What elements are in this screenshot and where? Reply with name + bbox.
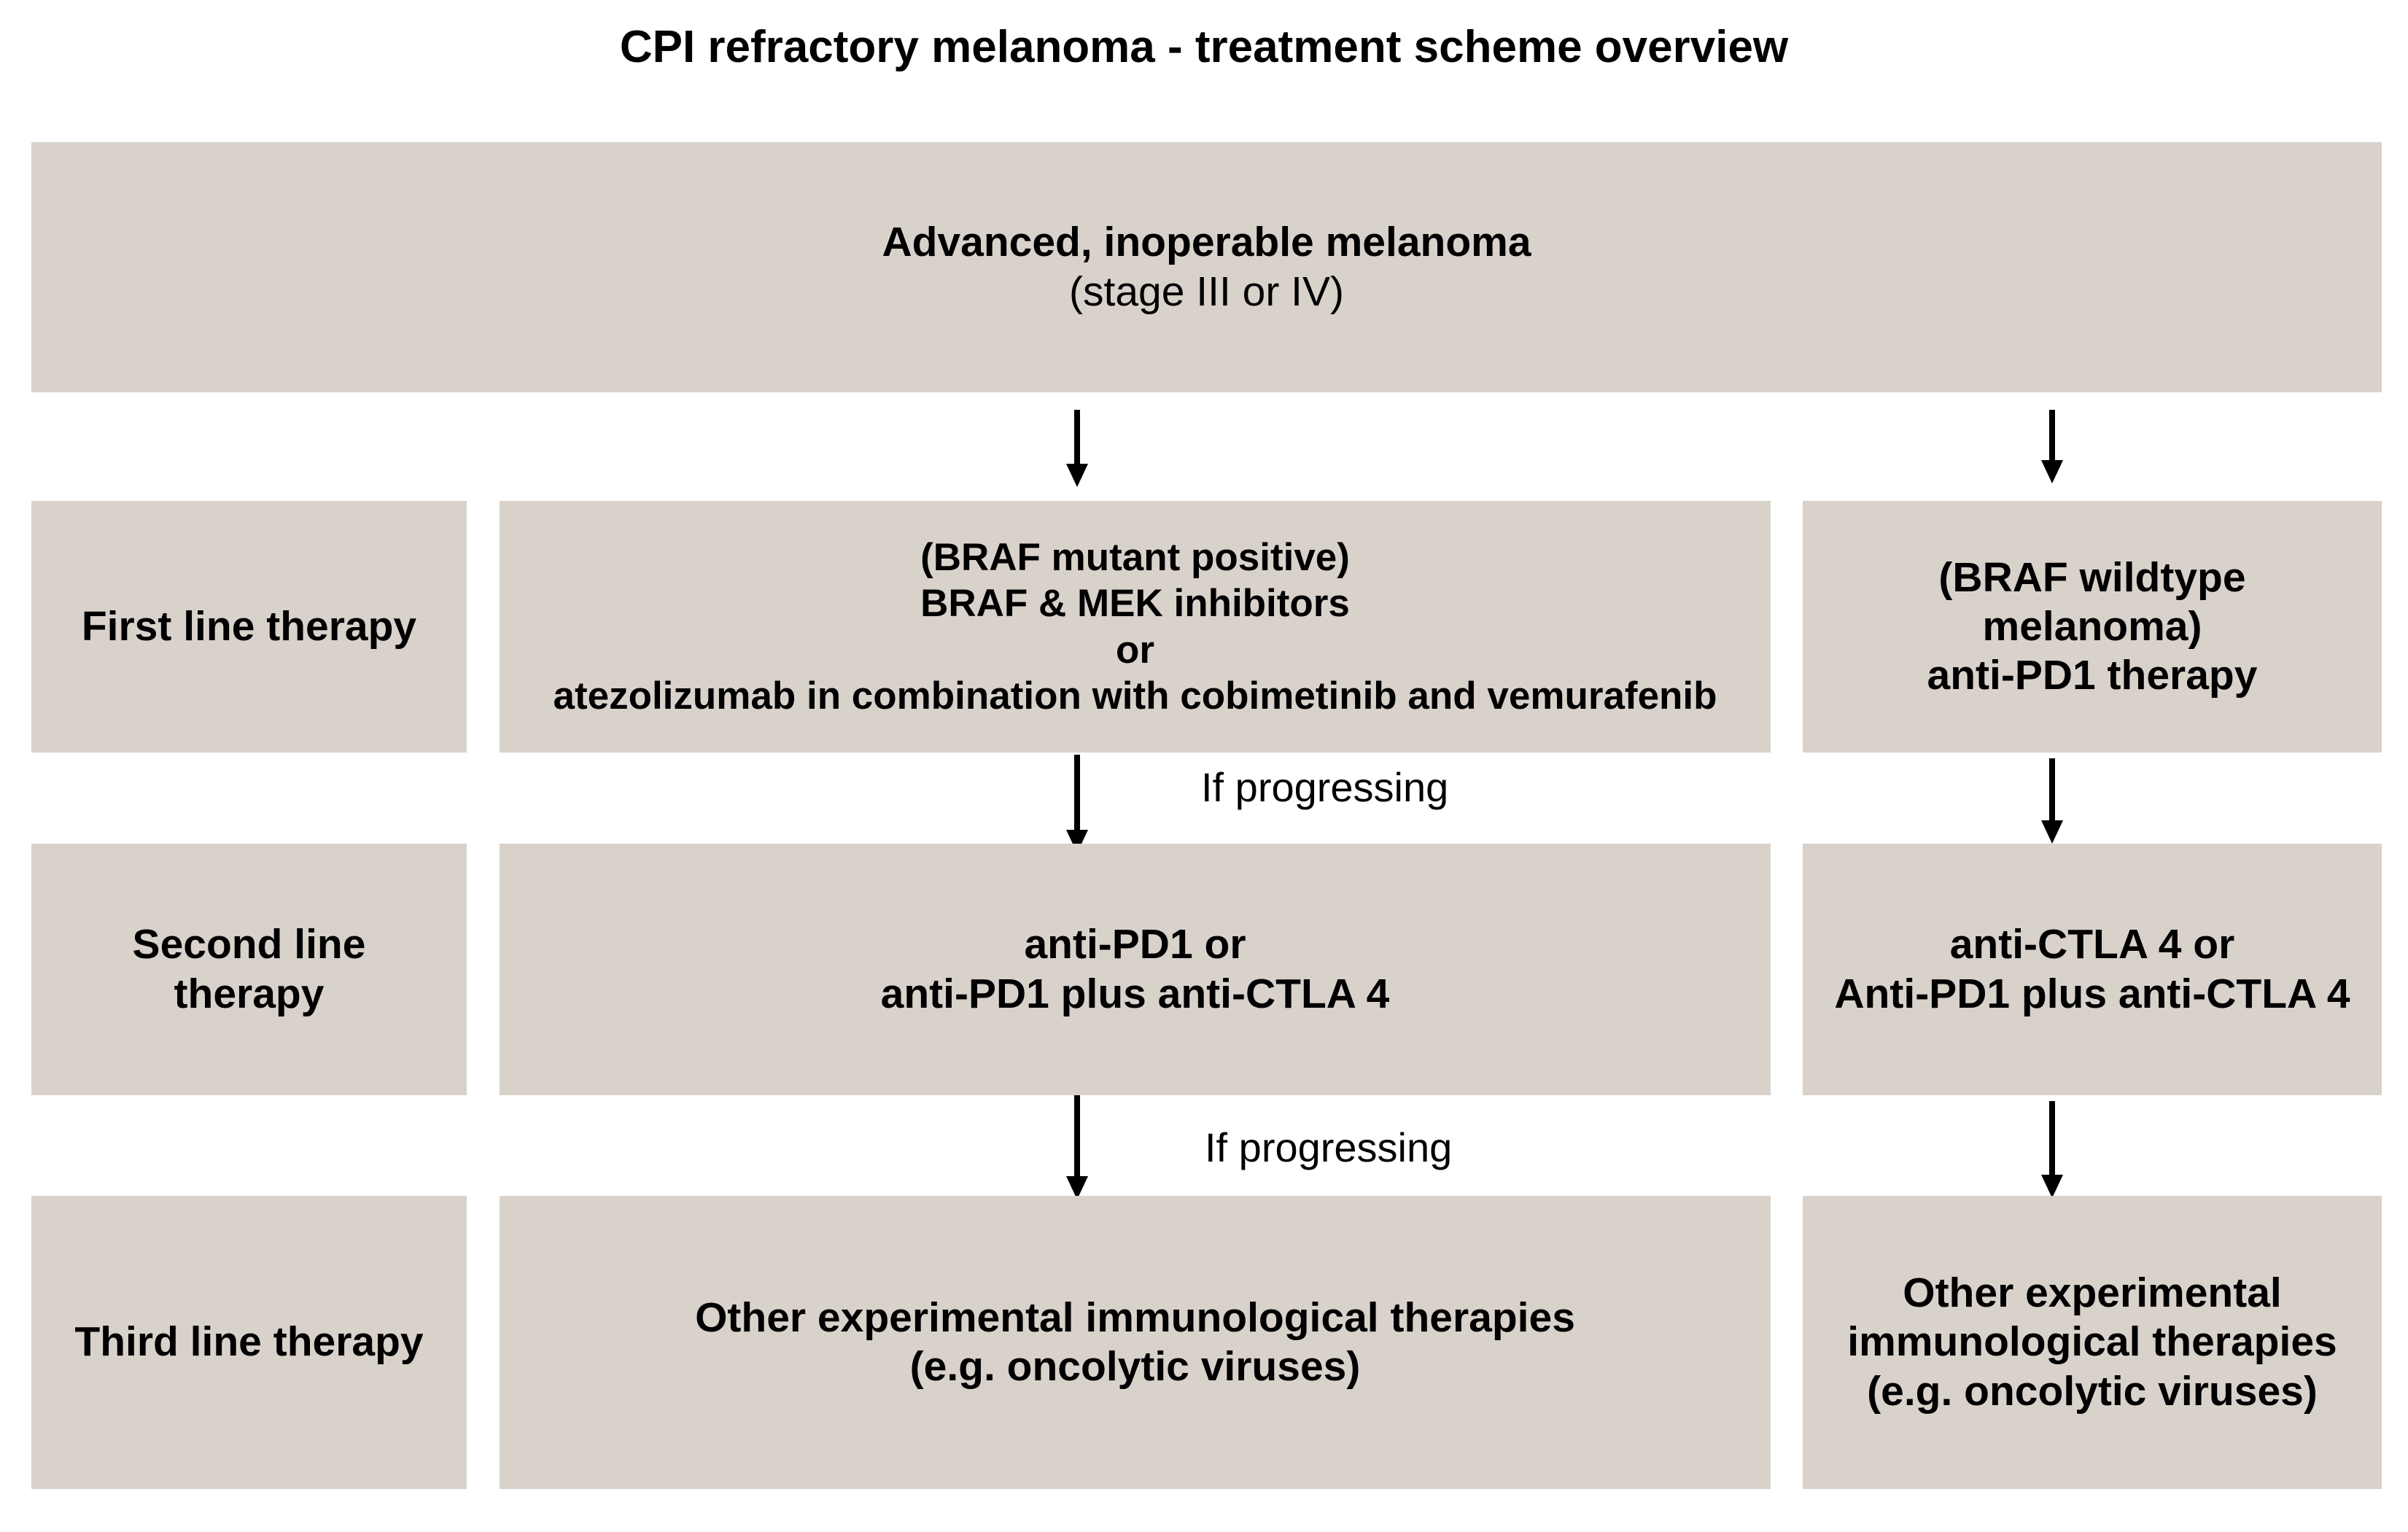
down-arrow-icon-first-to-second-right bbox=[2041, 758, 2063, 844]
box-text-line: melanoma) bbox=[1982, 602, 2202, 650]
box-text-line: (BRAF wildtype bbox=[1938, 553, 2246, 601]
box-text-line: anti-CTLA 4 or bbox=[1949, 921, 2235, 968]
diagram-title: CPI refractory melanoma - treatment sche… bbox=[619, 22, 1789, 72]
third-line-experimental-right-box: Other experimental immunological therapi… bbox=[1803, 1196, 2382, 1489]
if-progressing-label-1: If progressing bbox=[1201, 764, 1449, 810]
row-label-text: Second line bbox=[132, 921, 366, 968]
box-text-line: (e.g. oncolytic viruses) bbox=[1867, 1367, 2318, 1415]
down-arrow-icon-top-to-first-middle bbox=[1066, 410, 1088, 487]
box-text-line: (BRAF mutant positive) bbox=[920, 536, 1350, 580]
box-text-line: BRAF & MEK inhibitors bbox=[920, 582, 1350, 626]
arrow-head bbox=[2041, 1175, 2063, 1198]
second-line-anti-ctla4-box: anti-CTLA 4 or Anti-PD1 plus anti-CTLA 4 bbox=[1803, 844, 2382, 1095]
box-text-line: anti-PD1 therapy bbox=[1927, 652, 2258, 699]
second-line-anti-pd1-box: anti-PD1 or anti-PD1 plus anti-CTLA 4 bbox=[500, 844, 1771, 1095]
row-label-text: therapy bbox=[174, 970, 325, 1017]
box-text-line: Other experimental immunological therapi… bbox=[695, 1294, 1575, 1341]
row-label-text: First line therapy bbox=[81, 602, 417, 650]
arrow-head bbox=[2041, 460, 2063, 483]
box-text-line: anti-PD1 or bbox=[1024, 921, 1246, 968]
row-label-third-line-therapy: Third line therapy bbox=[31, 1196, 467, 1489]
down-arrow-icon-top-to-first-right bbox=[2041, 410, 2063, 483]
box-text-line: anti-PD1 plus anti-CTLA 4 bbox=[880, 970, 1390, 1017]
box-text-line: (e.g. oncolytic viruses) bbox=[909, 1343, 1361, 1390]
down-arrow-icon-second-to-third-right bbox=[2041, 1101, 2063, 1198]
first-line-braf-mutant-box: (BRAF mutant positive) BRAF & MEK inhibi… bbox=[500, 501, 1771, 753]
box-text-line: Anti-PD1 plus anti-CTLA 4 bbox=[1834, 970, 2350, 1017]
advanced-melanoma-stage-line: (stage III or IV) bbox=[1069, 268, 1344, 315]
arrow-head bbox=[1066, 464, 1088, 487]
arrow-shaft bbox=[1074, 1095, 1080, 1176]
arrow-shaft bbox=[1074, 755, 1080, 830]
arrow-shaft bbox=[2049, 758, 2055, 820]
advanced-melanoma-box: Advanced, inoperable melanoma (stage III… bbox=[31, 142, 2382, 392]
if-progressing-label-2: If progressing bbox=[1205, 1124, 1453, 1170]
box-text-line: atezolizumab in combination with cobimet… bbox=[553, 674, 1717, 718]
row-label-second-line-therapy: Second line therapy bbox=[31, 844, 467, 1095]
box-text-line: or bbox=[1116, 628, 1154, 672]
row-label-first-line-therapy: First line therapy bbox=[31, 501, 467, 753]
box-text-line: Other experimental bbox=[1903, 1269, 2282, 1317]
arrow-shaft bbox=[2049, 410, 2055, 460]
first-line-braf-wildtype-box: (BRAF wildtype melanoma) anti-PD1 therap… bbox=[1803, 501, 2382, 753]
down-arrow-icon-second-to-third-middle bbox=[1066, 1095, 1088, 1199]
arrow-shaft bbox=[1074, 410, 1080, 464]
advanced-melanoma-line1: Advanced, inoperable melanoma bbox=[882, 219, 1531, 266]
arrow-head bbox=[1066, 1176, 1088, 1199]
arrow-shaft bbox=[2049, 1101, 2055, 1175]
third-line-experimental-box: Other experimental immunological therapi… bbox=[500, 1196, 1771, 1489]
box-text-line: immunological therapies bbox=[1847, 1318, 2337, 1366]
row-label-text: Third line therapy bbox=[74, 1318, 424, 1366]
down-arrow-icon-first-to-second-middle bbox=[1066, 755, 1088, 853]
arrow-head bbox=[2041, 820, 2063, 844]
